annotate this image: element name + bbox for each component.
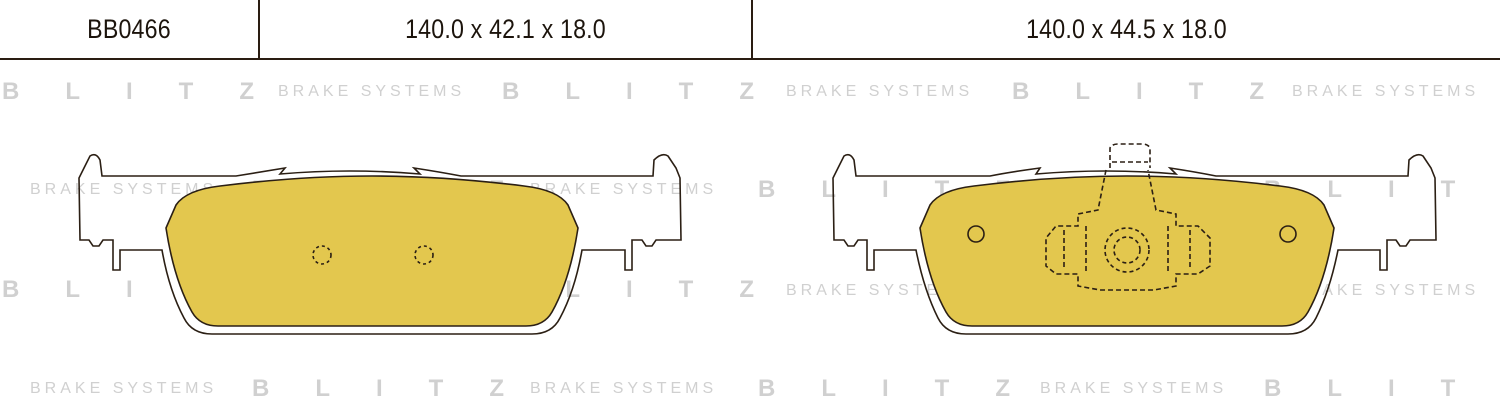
sensor-clip-center [1113, 236, 1141, 264]
watermark-tagline: BRAKE SYSTEMS [786, 83, 974, 100]
watermark-tagline: BRAKE SYSTEMS [1292, 83, 1480, 100]
left-pad-hole [414, 245, 434, 265]
watermark-tagline: BRAKE SYSTEMS [530, 181, 718, 198]
sensor-clip-outline [1045, 143, 1211, 291]
left-friction-material [165, 175, 579, 327]
right-brake-pad [832, 143, 1437, 335]
header-divider [258, 0, 260, 59]
watermark-brand: BLITZ [1012, 78, 1310, 105]
left-pad-dimensions: 140.0 x 42.1 x 18.0 [405, 13, 606, 44]
right-pad-hole [967, 225, 985, 243]
watermark-tagline: BRAKE SYSTEMS [30, 181, 218, 198]
left-pad-hole [312, 245, 332, 265]
header-divider [751, 0, 753, 59]
watermark-brand: BLITZ [502, 78, 800, 105]
dimensions-header: BB0466 140.0 x 42.1 x 18.0 140.0 x 44.5 … [0, 0, 1500, 60]
left-brake-pad [78, 153, 682, 335]
watermark-brand: BLITZ [1264, 375, 1500, 402]
watermark-tagline: BRAKE SYSTEMS [30, 380, 218, 397]
watermark-brand: BLITZ [2, 78, 300, 105]
left-backing-plate [78, 153, 682, 335]
right-pad-hole [1279, 225, 1297, 243]
right-backing-plate [832, 153, 1437, 335]
watermark-brand: BLITZ [758, 375, 1056, 402]
watermark-tagline: BRAKE SYSTEMS [530, 380, 718, 397]
sensor-clip-ring [1104, 227, 1150, 273]
watermark-tagline: BRAKE SYSTEMS [786, 282, 974, 299]
watermark-tagline: BRAKE SYSTEMS [1292, 282, 1480, 299]
watermark-tagline: BRAKE SYSTEMS [1040, 380, 1228, 397]
right-pad-dimensions: 140.0 x 44.5 x 18.0 [1026, 13, 1227, 44]
watermark-brand: BLITZ [252, 375, 550, 402]
watermark-tagline: BRAKE SYSTEMS [278, 83, 466, 100]
right-friction-material [919, 175, 1335, 327]
part-number: BB0466 [87, 13, 171, 44]
